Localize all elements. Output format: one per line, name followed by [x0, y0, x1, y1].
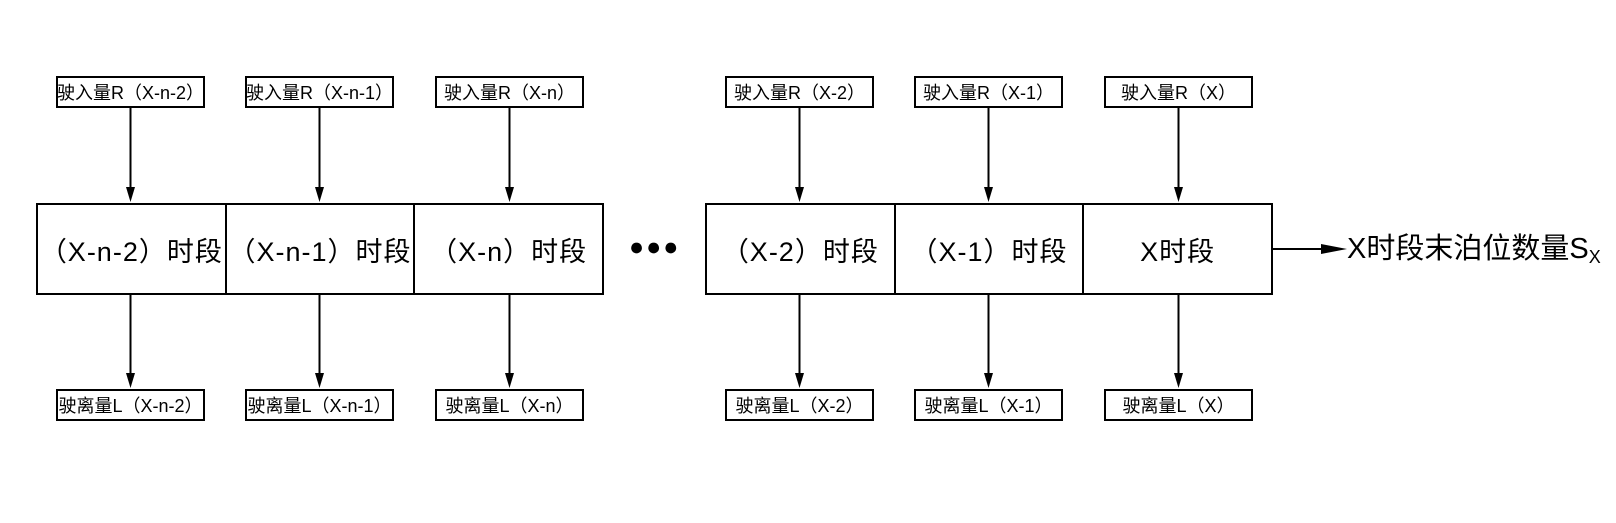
period-cell-x-2: （X-2）时段 [721, 236, 879, 267]
arrow-down-icon [1174, 108, 1183, 202]
entry-box-x-1: 驶入量R（X-1） [914, 76, 1063, 108]
arrow-down-icon [1174, 295, 1183, 388]
arrow-right-icon [1273, 244, 1347, 254]
entry-box-x-n-2: 驶入量R（X-n-2） [56, 76, 205, 108]
period-cell-x-1: （X-1）时段 [893, 205, 1083, 293]
result-label-subscript: X [1588, 247, 1601, 267]
exit-box-x-n-1: 驶离量L（X-n-1） [245, 389, 394, 421]
arrow-down-icon [795, 295, 804, 388]
period-cell-x-n: （X-n）时段 [413, 205, 602, 293]
entry-box-x-n-1: 驶入量R（X-n-1） [245, 76, 394, 108]
ellipsis-dots: ●●● [629, 233, 681, 261]
entry-box-x-2: 驶入量R（X-2） [725, 76, 874, 108]
arrow-down-icon [505, 108, 514, 202]
period-cell-x-n-2: （X-n-2）时段 [39, 236, 223, 267]
exit-box-x-n: 驶离量L（X-n） [435, 389, 584, 421]
result-label-text: X时段末泊位数量S [1347, 233, 1589, 265]
period-group-left: （X-n-2）时段 （X-n-1）时段 （X-n）时段 [36, 203, 604, 295]
result-label: X时段末泊位数量SX [1347, 231, 1601, 267]
exit-box-x-1: 驶离量L（X-1） [914, 389, 1063, 421]
period-cell-x: X时段 [1082, 205, 1271, 293]
period-group-right: （X-2）时段 （X-1）时段 X时段 [705, 203, 1273, 295]
arrow-down-icon [505, 295, 514, 388]
arrow-down-icon [126, 108, 135, 202]
period-cell-x-n-1: （X-n-1）时段 [224, 205, 414, 293]
exit-box-x-n-2: 驶离量L（X-n-2） [56, 389, 205, 421]
arrow-down-icon [315, 108, 324, 202]
arrow-down-icon [315, 295, 324, 388]
arrow-down-icon [126, 295, 135, 388]
arrow-down-icon [795, 108, 804, 202]
entry-box-x-n: 驶入量R（X-n） [435, 76, 584, 108]
arrow-down-icon [984, 295, 993, 388]
arrow-down-icon [984, 108, 993, 202]
entry-box-x: 驶入量R（X） [1104, 76, 1253, 108]
exit-box-x-2: 驶离量L（X-2） [725, 389, 874, 421]
exit-box-x: 驶离量L（X） [1104, 389, 1253, 421]
